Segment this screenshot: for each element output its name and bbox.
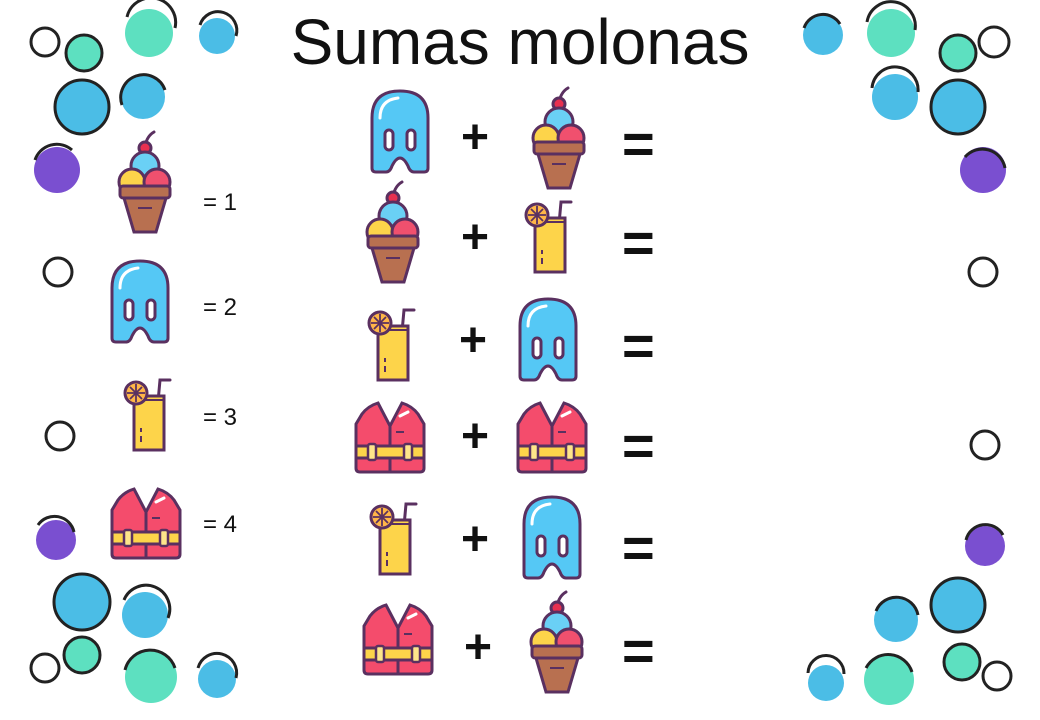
equation-left-icon-life-vest-icon (362, 602, 434, 676)
plus-sign: + (461, 513, 490, 566)
plus-sign: + (459, 314, 488, 367)
legend-icon-life-vest-icon (110, 486, 182, 560)
legend-value: = 1 (203, 189, 238, 216)
equation-right-icon-lemonade-glass-icon (523, 198, 575, 276)
equation-right-icon-kickboard-icon (516, 296, 580, 382)
equals-sign: = (622, 414, 655, 477)
plus-sign: + (464, 621, 493, 674)
equation-right-icon-ice-cream-icon (530, 84, 588, 192)
equation-left-icon-life-vest-icon (354, 400, 426, 474)
plus-sign: + (461, 211, 490, 264)
legend-value: = 4 (203, 511, 238, 538)
equation-right-icon-life-vest-icon (516, 400, 588, 474)
legend-icon-kickboard-icon (108, 258, 172, 344)
equation-left-icon-kickboard-icon (368, 88, 432, 174)
equation-right-icon-ice-cream-icon (528, 588, 586, 696)
equation-left-icon-ice-cream-icon (364, 178, 422, 286)
equals-sign: = (622, 619, 655, 682)
equals-sign: = (622, 112, 655, 175)
equals-sign: = (622, 211, 655, 274)
equation-left-icon-lemonade-glass-icon (368, 500, 420, 578)
legend-value: = 3 (203, 404, 238, 431)
equals-sign: = (622, 314, 655, 377)
equation-right-icon-kickboard-icon (520, 494, 584, 580)
legend-icon-lemonade-glass-icon (122, 376, 174, 454)
legend-icon-ice-cream-icon (116, 128, 174, 236)
plus-sign: + (461, 111, 490, 164)
page-title: Sumas molonas (290, 6, 750, 78)
plus-sign: + (461, 410, 490, 463)
equals-sign: = (622, 516, 655, 579)
legend-value: = 2 (203, 294, 238, 321)
equation-left-icon-lemonade-glass-icon (366, 306, 418, 384)
